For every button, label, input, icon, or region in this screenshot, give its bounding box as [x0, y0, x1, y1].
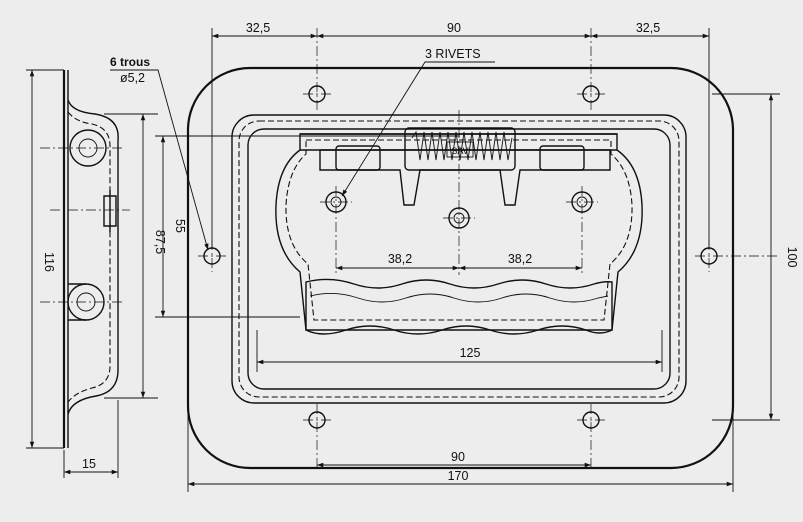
- dim-top-left: 32,5: [246, 21, 270, 35]
- side-profile-inner: [67, 111, 111, 403]
- hinge-bracket: [319, 149, 611, 206]
- dim-rivet-right: 38,2: [508, 252, 532, 266]
- dim-bottom-holes: 90: [451, 450, 465, 464]
- dim-top-right: 32,5: [636, 21, 660, 35]
- dim-height-55: 55: [173, 219, 187, 233]
- dim-handle-height: 87,5: [153, 230, 167, 254]
- handle-bail-inner: [285, 139, 633, 321]
- dim-depth: 15: [82, 457, 96, 471]
- holes-leader: [110, 69, 209, 251]
- spring-coil: [411, 130, 513, 161]
- label-holes: 6 trous: [110, 55, 150, 69]
- brand-label: SAV: [451, 146, 468, 156]
- side-view: 116 87,5 15: [26, 69, 167, 478]
- hinge-knuckle-right: [539, 145, 585, 171]
- center-lines: [198, 28, 780, 470]
- handle-grip-ridge: [309, 293, 609, 303]
- label-hole-diameter: ø5,2: [120, 71, 145, 85]
- outer-plate-outline: [186, 66, 735, 470]
- mounting-holes: [203, 85, 718, 429]
- side-grip-bar: [68, 283, 86, 321]
- handle-grip: [305, 278, 613, 335]
- side-hinge-top: [69, 129, 107, 167]
- side-profile: [67, 99, 119, 415]
- rivets-leader: [341, 61, 495, 197]
- dim-top-mid: 90: [447, 21, 461, 35]
- dim-overall-width: 170: [448, 469, 469, 483]
- dim-right-height: 100: [785, 247, 799, 268]
- dim-side-height: 116: [42, 252, 56, 272]
- side-rivet: [103, 190, 117, 232]
- dimensions-front: 32,5 90 32,5 38,2 38,2 125 90 170 100 55…: [110, 21, 799, 492]
- label-rivets: 3 RIVETS: [425, 47, 481, 61]
- front-view: SAV: [186, 28, 780, 470]
- dim-rivet-left: 38,2: [388, 252, 412, 266]
- recess-inner-dashed: [238, 120, 680, 398]
- dim-handle-length: 125: [460, 346, 481, 360]
- brand-plate: [446, 141, 474, 158]
- spring-housing: [404, 127, 516, 171]
